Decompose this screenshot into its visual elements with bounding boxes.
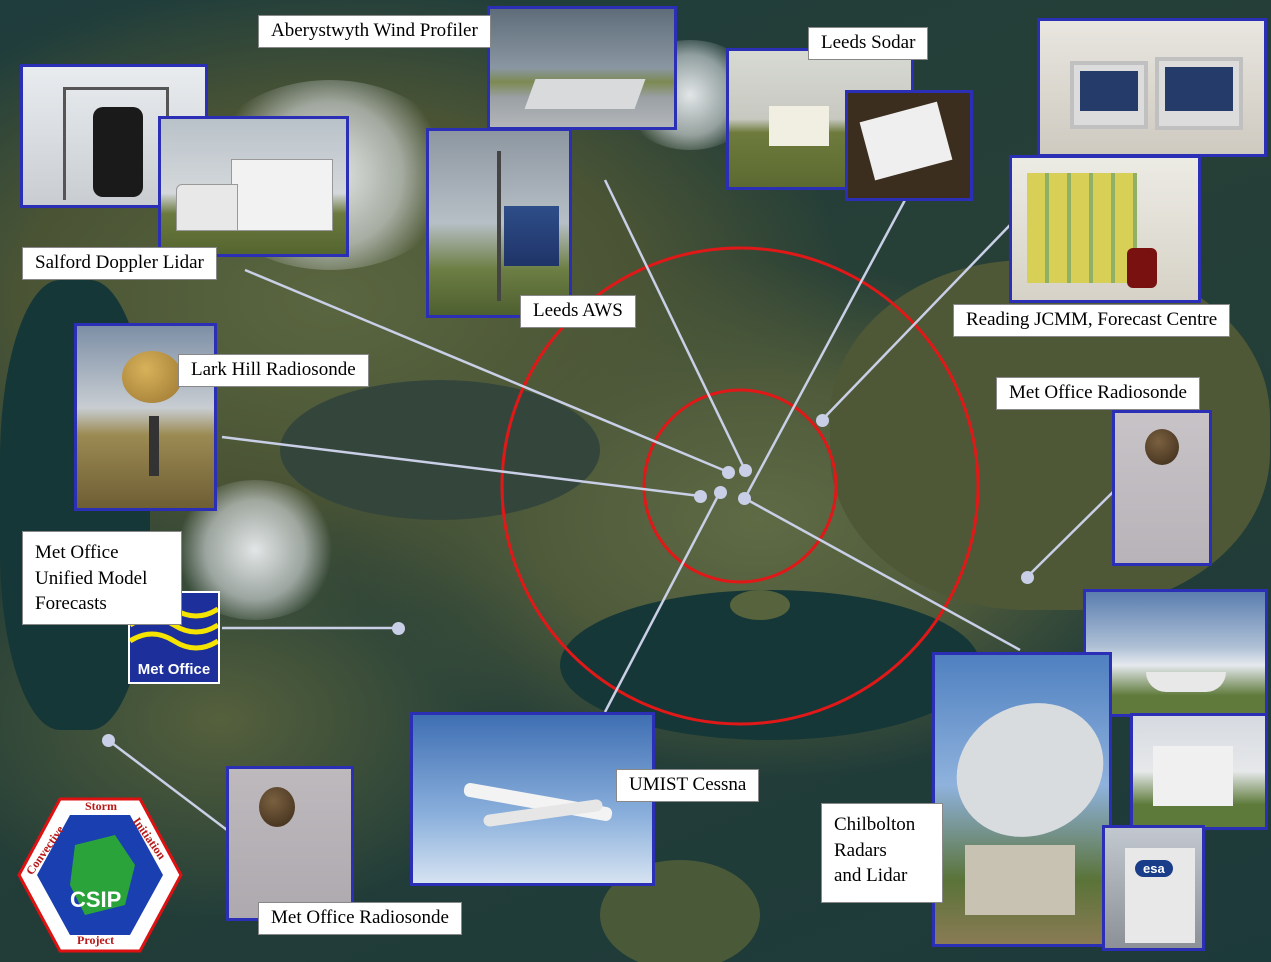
site-marker-met-radiosonde-east [1021,571,1034,584]
site-marker-met-radiosonde-west [102,734,115,747]
balloon-icon [259,787,295,827]
wind-profiler-photo [487,6,677,130]
label-chilbolton: Chilbolton Radars and Lidar [821,803,943,903]
csip-hexagon-icon [17,797,183,953]
label-lark-hill-radiosonde: Lark Hill Radiosonde [178,354,369,387]
sodar-enclosure [769,106,829,146]
monitor-screen [1080,71,1138,111]
umist-cessna-photo [410,712,655,886]
met-office-logo-text: Met Office [137,661,211,678]
label-salford-doppler-lidar: Salford Doppler Lidar [22,247,217,280]
antenna-dish [935,679,1109,861]
outer-radius-ring [500,246,980,726]
connector-leeds-sodar [744,199,907,497]
label-met-office-radiosonde-east: Met Office Radiosonde [996,377,1200,410]
radiosonde-west-photo [226,766,354,921]
site-marker-reading [816,414,829,427]
chilbolton-lidar-photo [1130,713,1268,830]
label-met-office-radiosonde-west: Met Office Radiosonde [258,902,462,935]
connector-lark-hill [221,435,701,498]
connector-umist [603,491,722,713]
inner-radius-ring [642,388,838,584]
forecast-charts-wall [1027,173,1137,283]
site-marker-umist [714,486,727,499]
sodar-speaker-array [859,101,953,181]
site-marker-chilbolton [738,492,751,505]
connector-chilbolton [743,496,1021,652]
label-reading-jcmm: Reading JCMM, Forecast Centre [953,304,1231,337]
site-marker-lark-hill [694,490,707,503]
antenna-base [965,845,1075,915]
monitor-right [1155,57,1243,130]
label-met-um-line1: Met Office [35,542,119,563]
csip-storm-text: Storm [85,799,117,813]
truck-box [231,159,333,231]
connector-met-radiosonde-east [1026,489,1116,578]
csip-project-text: Project [77,933,115,947]
balloon-icon [122,351,182,403]
profiler-array [524,79,646,109]
isle-of-wight [730,590,790,620]
label-umist-cessna: UMIST Cessna [616,769,760,802]
balloon-icon [1145,429,1179,465]
label-chilbolton-line2: Radars [834,839,887,861]
radiosonde-east-photo [1112,410,1212,566]
aws-mast [497,151,501,301]
site-marker-aberystwyth [739,464,752,477]
label-chilbolton-line1: Chilbolton [834,814,916,835]
connector-aberystwyth [603,179,747,471]
label-chilbolton-line3: and Lidar [834,865,908,887]
reading-computers-photo [1037,18,1267,157]
label-aberystwyth-wind-profiler: Aberystwyth Wind Profiler [258,15,491,48]
monitor-left [1070,61,1148,129]
leeds-aws-photo [426,128,572,318]
csip-logo: Storm Convective Initiation CSIP Project [15,795,185,955]
truck-cab [176,184,238,231]
lark-hill-photo [74,323,217,511]
site-marker-met-um [392,622,405,635]
sodar-array-photo [845,90,973,201]
lidar-cabin [1153,746,1233,806]
person-figure [149,416,159,476]
radar-dish [1146,672,1226,692]
site-marker-salford [722,466,735,479]
connector-reading [821,224,1011,421]
esa-logo: esa [1135,860,1173,877]
esa-container-photo: esa [1102,825,1205,951]
lidar-instrument [93,107,143,197]
chilbolton-antenna-photo [932,652,1112,947]
csip-title-text: CSIP [70,887,122,912]
forecast-centre-photo [1009,155,1201,303]
label-met-um-line3: Forecasts [35,593,107,615]
office-chair [1127,248,1157,288]
label-leeds-sodar: Leeds Sodar [808,27,929,60]
monitor-screen [1165,67,1233,111]
label-leeds-aws: Leeds AWS [520,295,636,328]
label-met-office-unified-model: Met Office Unified Model Forecasts [22,531,182,625]
label-met-um-line2: Unified Model [35,567,148,589]
solar-panel [504,206,559,266]
esa-container: esa [1125,848,1195,943]
connector-salford [244,268,729,474]
salford-truck-photo [158,116,349,257]
